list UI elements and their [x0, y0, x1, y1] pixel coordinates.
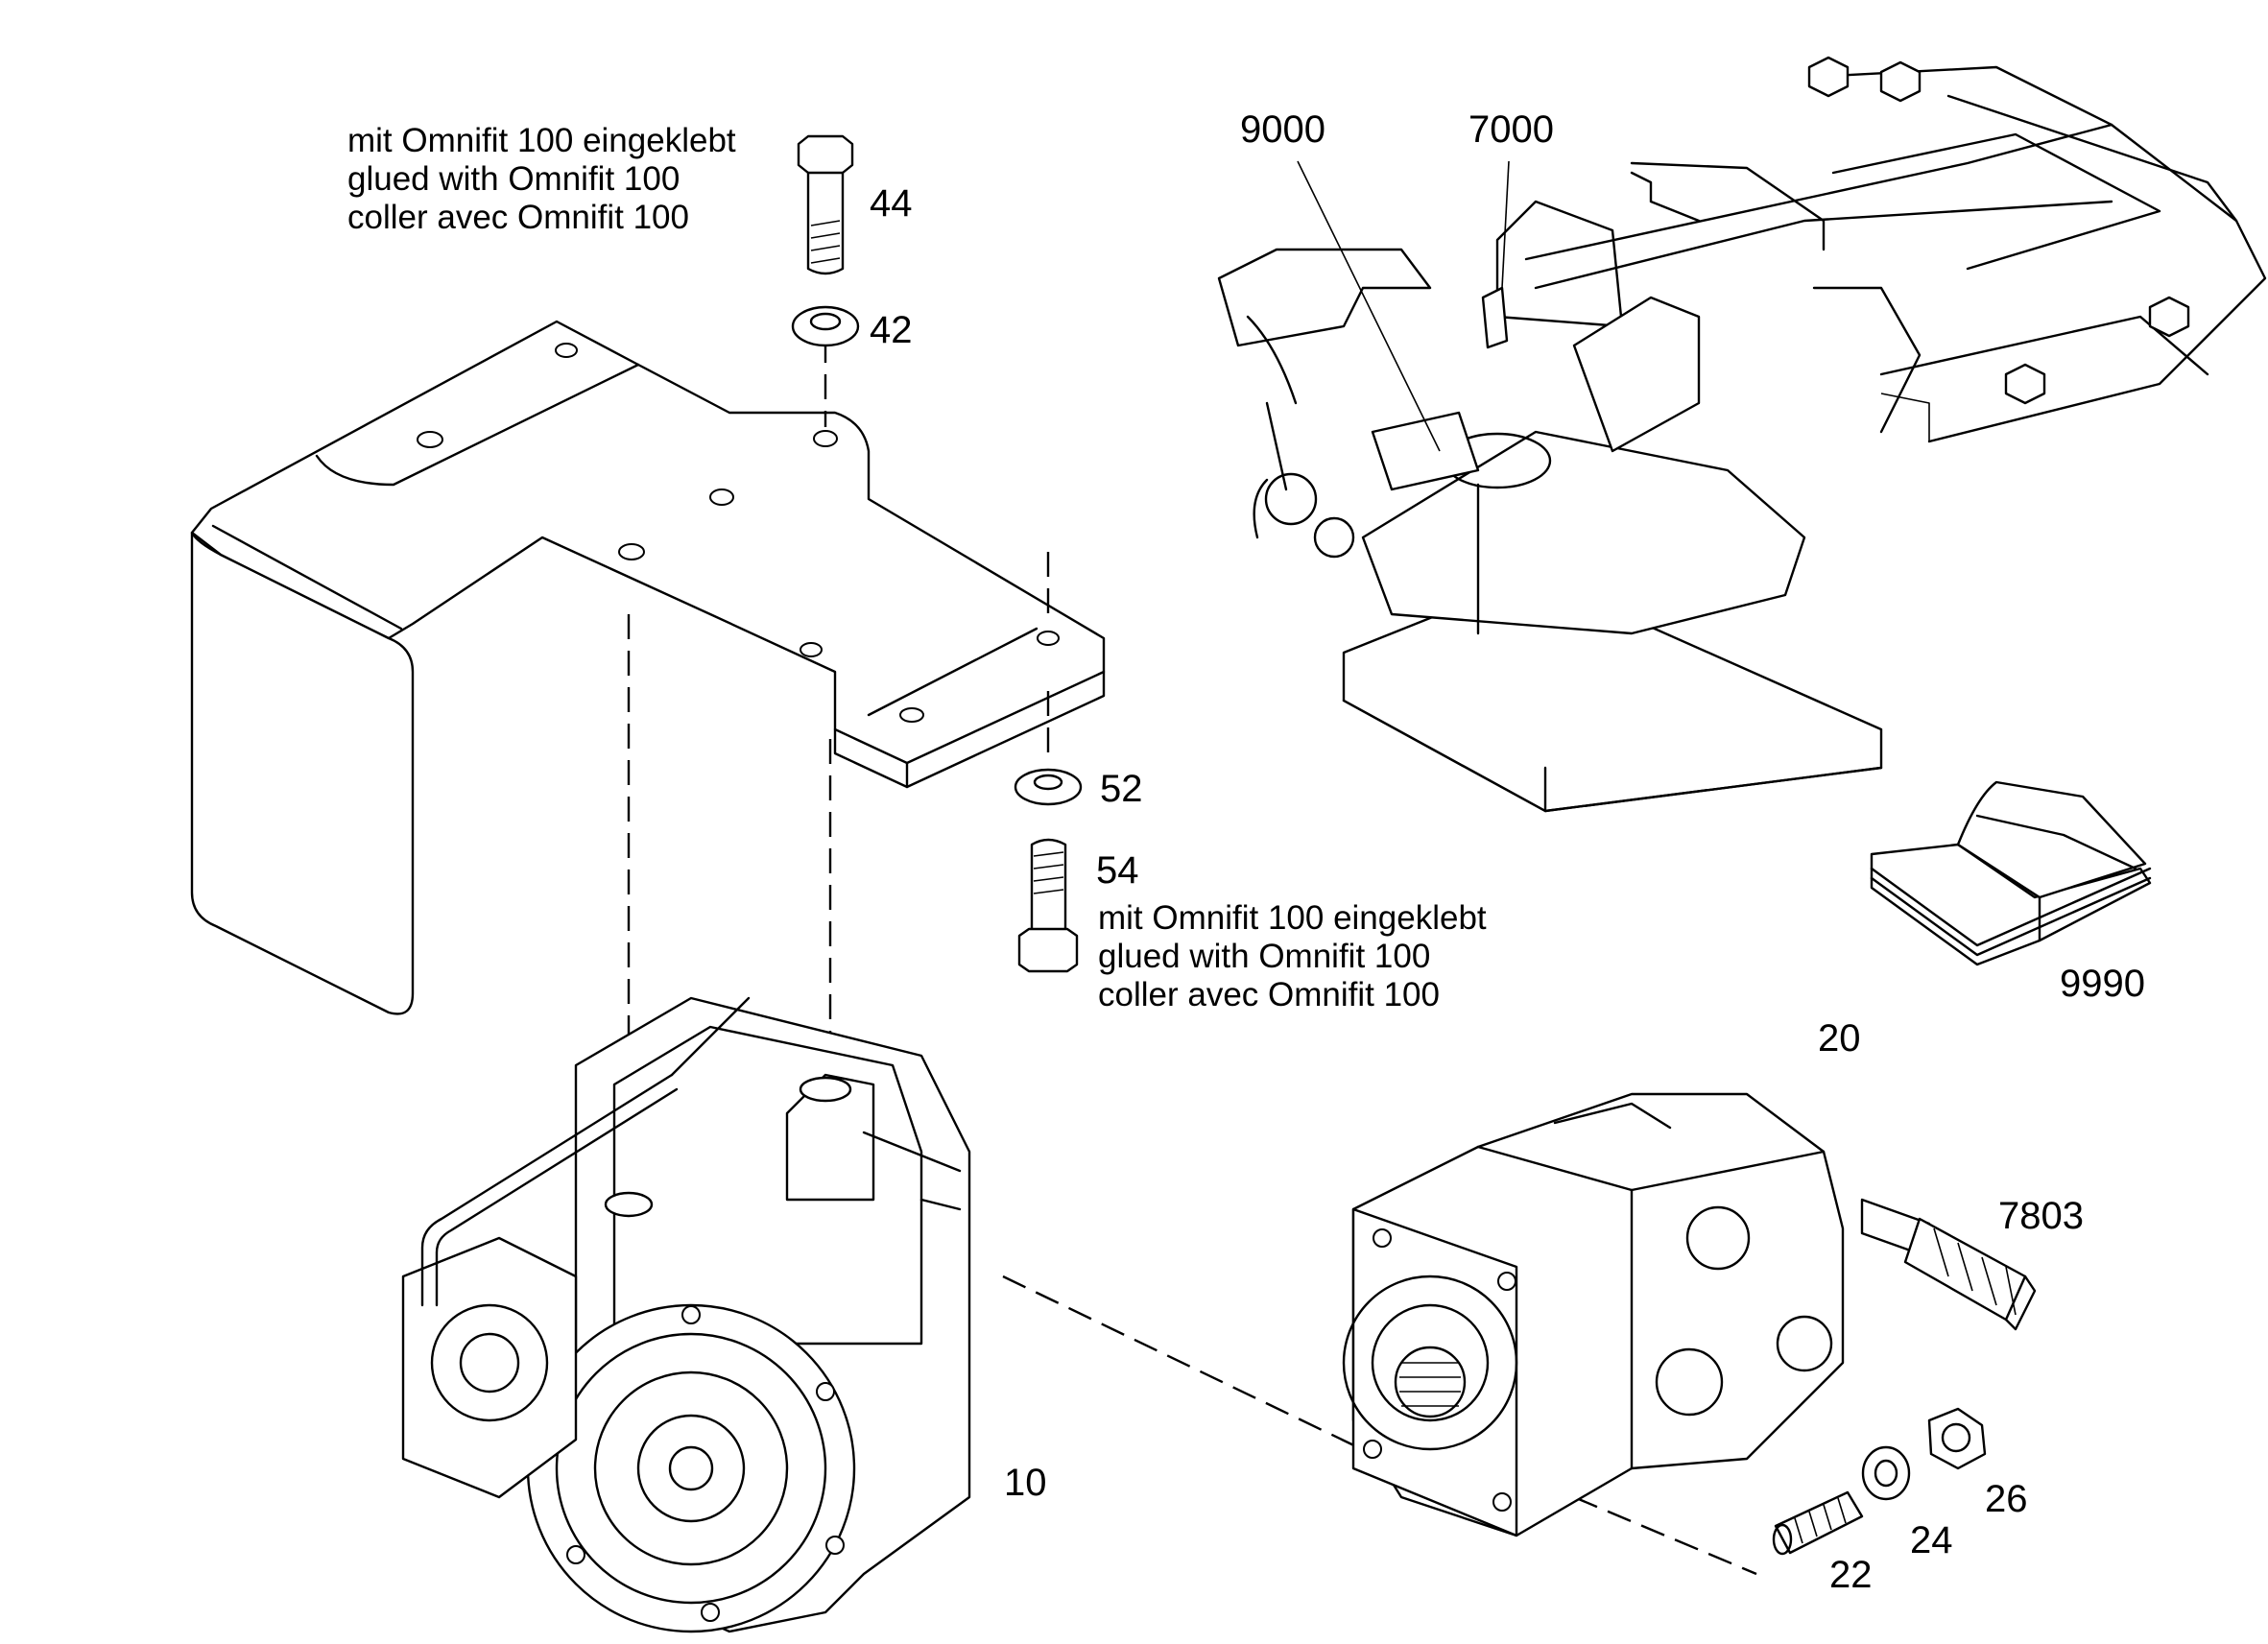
washer-52 — [1014, 768, 1083, 806]
machine-frame — [1524, 56, 2267, 443]
operator-platform — [1217, 200, 1883, 813]
callout-10: 10 — [1004, 1462, 1047, 1504]
adhesive-note-middle: mit Omnifit 100 eingeklebt glued with Om… — [1098, 899, 1487, 1013]
callout-42: 42 — [870, 309, 913, 351]
mounting-bracket — [190, 320, 1106, 1015]
note-top-fr: coller avec Omnifit 100 — [347, 199, 689, 236]
callout-7803: 7803 — [1998, 1195, 2084, 1237]
pump-assembly-10 — [401, 996, 971, 1633]
washer-42 — [791, 305, 860, 347]
note-middle-fr: coller avec Omnifit 100 — [1098, 976, 1440, 1013]
callout-leaders — [1297, 160, 1510, 452]
adhesive-note-top: mit Omnifit 100 eingeklebt glued with Om… — [347, 122, 736, 236]
bolt-44 — [797, 134, 854, 275]
nut-26 — [1927, 1407, 1987, 1470]
callout-7000: 7000 — [1468, 108, 1554, 151]
stud-22 — [1772, 1490, 1864, 1556]
callout-22: 22 — [1829, 1554, 1873, 1596]
callout-54: 54 — [1096, 849, 1139, 892]
washer-24 — [1861, 1445, 1911, 1501]
operator-manual-9990 — [1870, 780, 2152, 966]
hydraulic-motor-20 — [1342, 1092, 1845, 1537]
callout-44: 44 — [870, 182, 913, 225]
callout-20: 20 — [1818, 1017, 1861, 1060]
callout-52: 52 — [1100, 768, 1143, 810]
note-top-en: glued with Omnifit 100 — [347, 160, 680, 198]
note-middle-de: mit Omnifit 100 eingeklebt — [1098, 899, 1487, 937]
callout-24: 24 — [1910, 1519, 1953, 1561]
bolt-54 — [1017, 838, 1079, 973]
callout-9000: 9000 — [1240, 108, 1325, 151]
note-top-de: mit Omnifit 100 eingeklebt — [347, 122, 736, 159]
hose-7803 — [1860, 1198, 2037, 1331]
note-middle-en: glued with Omnifit 100 — [1098, 938, 1430, 975]
callout-26: 26 — [1985, 1478, 2028, 1520]
callout-9990: 9990 — [2060, 963, 2145, 1005]
